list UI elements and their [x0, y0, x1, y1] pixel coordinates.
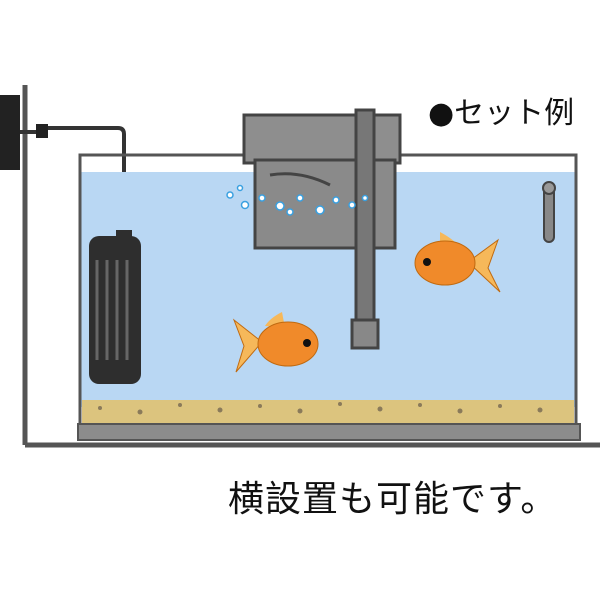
power-outlet [0, 95, 20, 170]
aquarium-tank [77, 153, 581, 441]
thermometer [542, 181, 556, 243]
setup-example-label: ●セット例 [428, 96, 575, 131]
wall [22, 85, 600, 448]
gravel [82, 400, 574, 424]
heater [89, 230, 141, 384]
goldfish-left [232, 312, 319, 373]
hang-on-filter [226, 108, 402, 350]
goldfish-right [414, 232, 501, 293]
heater-cord [20, 126, 126, 236]
tank-base [77, 423, 581, 441]
caption: 横設置も可能です。 [228, 479, 558, 520]
